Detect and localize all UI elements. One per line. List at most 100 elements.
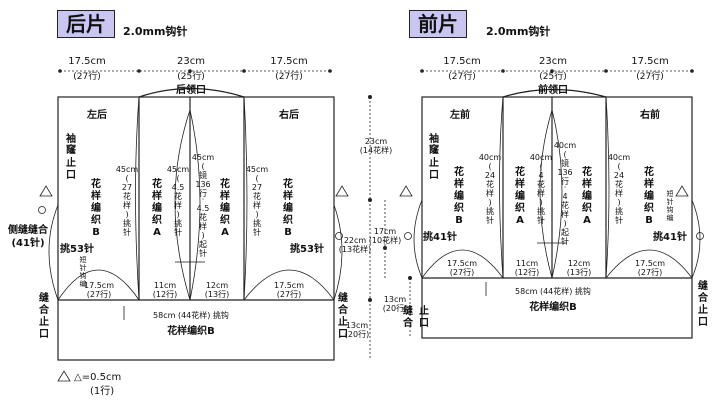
svg-text:短: 短 [80, 255, 87, 264]
svg-text:花: 花 [283, 177, 293, 190]
svg-text:编: 编 [152, 201, 162, 214]
svg-text:A: A [221, 227, 229, 238]
svg-text:136: 136 [557, 168, 572, 177]
svg-text:4.5: 4.5 [172, 183, 185, 192]
svg-text:织: 织 [515, 201, 525, 214]
svg-text:花: 花 [537, 179, 545, 189]
front-top-dim-2-size: 23cm [539, 56, 567, 67]
svg-text:编: 编 [220, 201, 230, 214]
front-col1-note: 40cm ( 24 花 样 ) 挑 针 [479, 153, 502, 225]
front-top-dim-2-rows: (25行) [539, 70, 566, 82]
back-pattern-b-left: 花 样 编 织 B [91, 177, 101, 238]
svg-text:钩: 钩 [80, 271, 87, 280]
svg-text:织: 织 [582, 201, 592, 214]
svg-text:织: 织 [454, 201, 464, 214]
svg-text:40cm: 40cm [479, 153, 502, 162]
svg-text:(: ( [563, 150, 566, 159]
svg-text:花: 花 [454, 165, 464, 178]
back-col4-note: 45cm ( 27 花 样 ) 挑 针 [246, 165, 269, 237]
svg-text:合: 合 [337, 303, 349, 316]
front-bottom-dim-1-size: 17.5cm [447, 259, 477, 268]
svg-text:样: 样 [123, 200, 131, 210]
svg-text:样: 样 [199, 221, 207, 231]
front-left-label: 左前 [449, 108, 470, 121]
svg-text:口: 口 [338, 329, 348, 340]
svg-text:40cm: 40cm [530, 153, 553, 162]
legend-scale: △=0.5cm [74, 372, 121, 383]
svg-text:合: 合 [38, 303, 50, 316]
front-left-marker-icon [404, 232, 412, 240]
back-bottom-dim-4-rows: (27行) [277, 289, 301, 299]
mid-dim-2-size: 17cm [374, 227, 397, 236]
front-neckline-label: 前领口 [538, 83, 568, 96]
back-bottom-dim-1-size: 17.5cm [84, 281, 114, 290]
svg-text:窿: 窿 [429, 143, 440, 156]
svg-text:止: 止 [66, 156, 76, 169]
back-left-marker-icon [38, 206, 46, 214]
svg-text:针: 针 [80, 263, 87, 272]
svg-text:针: 针 [561, 236, 569, 246]
svg-text:样: 样 [174, 200, 182, 210]
back-col2-note: 45cm ( 4.5 花 样 ) 挑 针 [167, 165, 190, 237]
front-hook-size: 2.0mm钩针 [486, 25, 551, 38]
svg-text:样: 样 [537, 188, 545, 198]
back-bottom-dim-1-rows: (27行) [87, 289, 111, 299]
mid-dim-3-count: (13花样) [339, 244, 371, 254]
svg-text:袖: 袖 [428, 132, 439, 145]
svg-text:织: 织 [152, 213, 162, 226]
svg-text:): ) [563, 219, 566, 228]
svg-text:编: 编 [667, 213, 674, 222]
svg-text:样: 样 [515, 177, 525, 190]
svg-text:止: 止 [39, 315, 49, 328]
mid-dim-3-size: 22cm [344, 236, 367, 245]
front-seam-close-right: 缝 合 止 口 [697, 279, 709, 328]
svg-text:40cm: 40cm [554, 141, 577, 150]
svg-text:编: 编 [582, 189, 592, 202]
front-pattern-b-left: 花 样 编 织 B [454, 165, 464, 226]
back-left-triangle-icon [39, 185, 53, 197]
svg-text:): ) [125, 210, 128, 219]
svg-text:编: 编 [454, 189, 464, 202]
svg-text:止: 止 [338, 315, 348, 328]
mid-dim-4-size: 13cm [346, 321, 369, 330]
front-bottom-dim-3-rows: (13行) [567, 267, 591, 277]
svg-text:样: 样 [582, 177, 592, 190]
front-bottom-pattern: 花样编织B [529, 300, 577, 313]
svg-text:花: 花 [253, 191, 261, 201]
svg-text:镜: 镜 [561, 158, 569, 168]
svg-text:花: 花 [123, 191, 131, 201]
front-col2-note: 40cm ( 4 花 样 ) 挑 针 [530, 153, 553, 225]
svg-text:花: 花 [615, 179, 623, 189]
back-bottom-dim-3-size: 12cm [206, 281, 229, 290]
back-top-dim-3-rows: (27行) [275, 70, 302, 82]
svg-text:24: 24 [485, 171, 495, 180]
front-bottom-dim-1-rows: (27行) [450, 267, 474, 277]
svg-text:花: 花 [152, 177, 162, 190]
svg-text:27: 27 [122, 183, 132, 192]
svg-text:(: ( [539, 162, 542, 171]
svg-text:止: 止 [698, 303, 708, 316]
svg-text:起: 起 [561, 228, 569, 237]
front-left-triangle-icon [399, 185, 413, 197]
svg-text:针: 针 [486, 215, 494, 225]
svg-text:挑: 挑 [123, 218, 131, 228]
svg-text:45cm: 45cm [246, 165, 269, 174]
svg-text:B: B [645, 215, 653, 226]
svg-text:编: 编 [80, 279, 87, 288]
front-right-triangle-icon [675, 185, 689, 197]
back-hook-size: 2.0mm钩针 [123, 25, 188, 38]
front-bottom-dim-4-size: 17.5cm [635, 259, 665, 268]
svg-text:花: 花 [220, 177, 230, 190]
svg-text:镜: 镜 [199, 170, 207, 180]
svg-text:·: · [202, 195, 205, 204]
svg-text:缝: 缝 [39, 291, 49, 304]
mid-dim-2-count: (10花样) [369, 235, 401, 245]
svg-text:): ) [176, 210, 179, 219]
svg-text:B: B [92, 227, 100, 238]
back-right-marker-icon [335, 232, 343, 240]
back-top-dim-2-rows: (25行) [177, 70, 204, 82]
front-pattern-a-left: 花 样 编 织 A [515, 165, 525, 226]
front-right-label: 右前 [639, 108, 660, 121]
back-title: 后片 [57, 10, 115, 38]
